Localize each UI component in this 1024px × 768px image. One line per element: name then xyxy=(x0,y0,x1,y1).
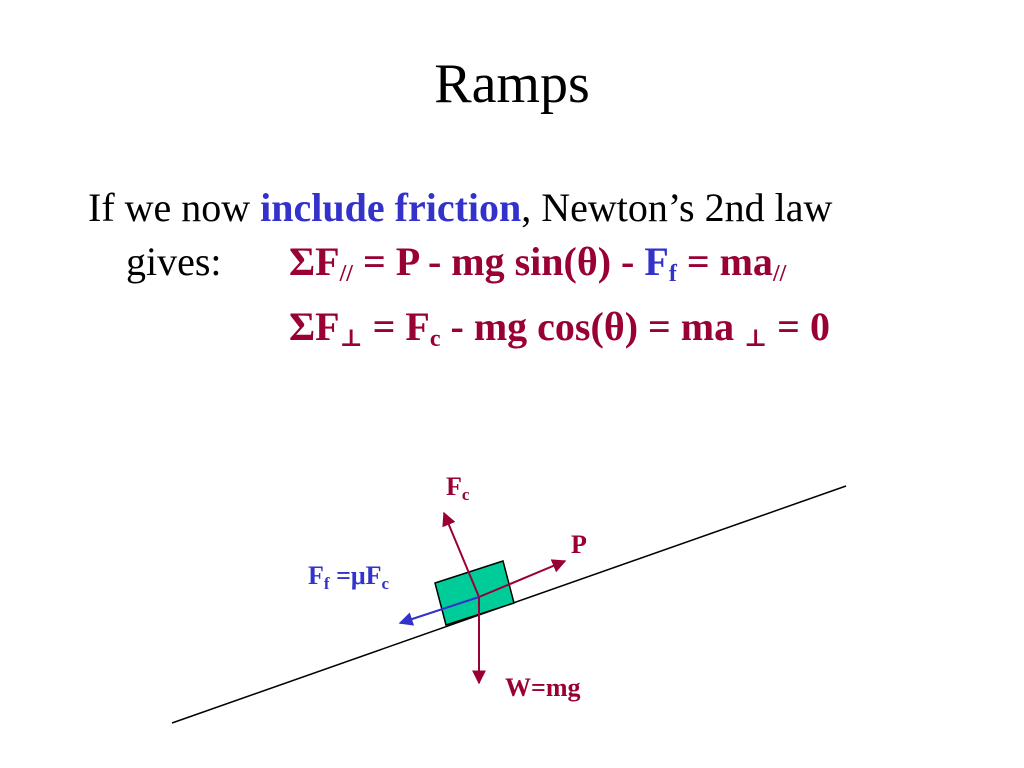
eq1-parallel-subscript: // xyxy=(339,261,353,287)
eq2-sigma-f: ΣF xyxy=(289,304,340,349)
intro-gives: gives: xyxy=(126,239,222,284)
applied-force-label: P xyxy=(571,530,587,559)
eq2-middle: - mg cos(θ) = ma xyxy=(440,304,745,349)
parallel-force-equation: ΣF// = P - mg sin(θ) - Ff = ma// xyxy=(289,238,786,286)
friction-force-label: Ff =μFc xyxy=(308,561,390,593)
eq1-friction-subscript: f xyxy=(668,261,677,287)
ff-mu-fc: =μF xyxy=(329,561,382,590)
intro-line-1: If we now include friction, Newton’s 2nd… xyxy=(88,184,832,232)
slide-title: Ramps xyxy=(434,53,590,115)
eq2-perp-subscript: ⊥ xyxy=(339,326,363,352)
include-friction-highlight: include friction xyxy=(260,185,522,230)
eq2-zero: = 0 xyxy=(767,304,830,349)
ff-subscript: f xyxy=(323,574,330,593)
block xyxy=(434,560,515,626)
intro-line-2: gives: xyxy=(126,238,222,286)
normal-force-arrow xyxy=(442,511,480,598)
fc-subscript: c xyxy=(461,485,470,504)
ff-c-subscript: c xyxy=(381,574,390,593)
eq1-middle: = P - mg sin(θ) - xyxy=(352,239,645,284)
intro-prefix: If we now xyxy=(88,185,261,230)
fc-symbol: F xyxy=(446,472,462,501)
eq2-equals-f: = F xyxy=(362,304,430,349)
perpendicular-force-equation: ΣF⊥ = Fc - mg cos(θ) = ma ⊥ = 0 xyxy=(289,303,830,351)
weight-label: W=mg xyxy=(505,673,581,702)
eq1-friction-symbol: F xyxy=(644,239,669,284)
eq2-ma-perp-subscript: ⊥ xyxy=(744,326,768,352)
eq2-c-subscript: c xyxy=(429,326,441,352)
ff-symbol: F xyxy=(308,561,324,590)
applied-force-arrow xyxy=(478,559,567,598)
eq1-ma-subscript: // xyxy=(772,261,787,287)
eq1-ma: = ma xyxy=(676,239,773,284)
normal-force-label: Fc xyxy=(446,472,470,504)
friction-arrow xyxy=(398,596,480,626)
eq1-sigma-f: ΣF xyxy=(289,239,340,284)
intro-suffix: , Newton’s 2nd law xyxy=(521,185,833,230)
